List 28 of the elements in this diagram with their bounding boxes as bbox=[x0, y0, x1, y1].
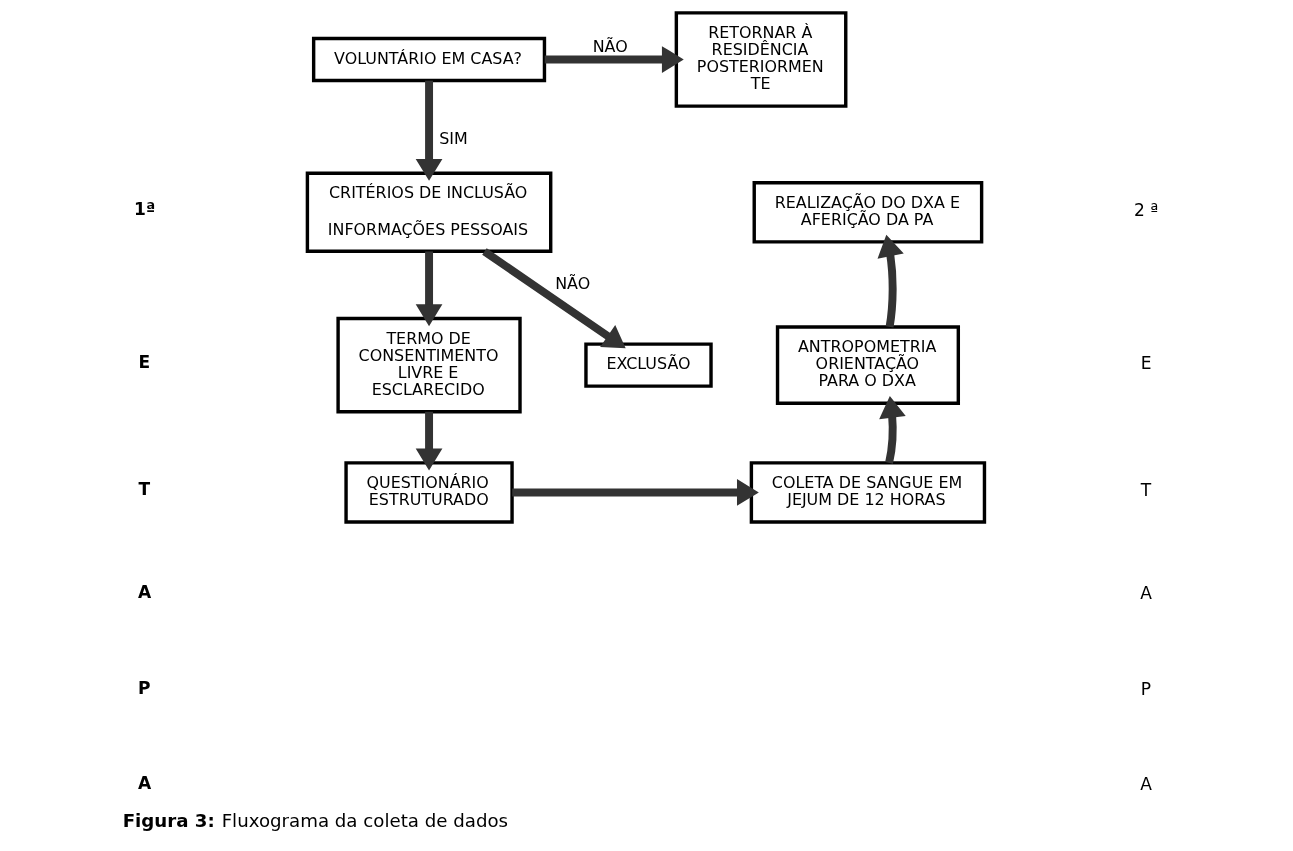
label: 2 ª bbox=[1133, 200, 1159, 221]
node-box: ANTROPOMETRIA ORIENTAÇÃO PARA O DXA bbox=[775, 325, 960, 405]
label: A bbox=[137, 582, 152, 603]
edge-label: NÃO bbox=[592, 36, 628, 56]
node-box: EXCLUSÃO bbox=[584, 342, 713, 388]
label: P bbox=[137, 677, 151, 698]
node-box: QUESTIONÁRIO ESTRUTURADO bbox=[344, 461, 514, 524]
arrow bbox=[877, 234, 904, 328]
label: 1ª bbox=[134, 199, 156, 220]
arrow bbox=[879, 395, 906, 464]
edge-label: NÃO bbox=[555, 274, 591, 294]
node-box: CRITÉRIOS DE INCLUSÃO INFORMAÇÕES PESSOAIS bbox=[305, 171, 553, 254]
arrow bbox=[482, 248, 626, 349]
label: P bbox=[1140, 678, 1152, 699]
node-box: VOLUNTÁRIO EM CASA? bbox=[311, 36, 547, 83]
edge-label: SIM bbox=[439, 128, 468, 148]
label: E bbox=[138, 351, 151, 372]
node-box: REALIZAÇÃO DO DXA E AFERIÇÃO DA PA bbox=[752, 181, 984, 244]
label: T bbox=[1140, 480, 1152, 501]
node-box: RETORNAR À RESIDÊNCIA POSTERIORMEN TE bbox=[674, 11, 848, 108]
node-box: COLETA DE SANGUE EM JEJUM DE 12 HORAS bbox=[749, 461, 987, 524]
label: A bbox=[137, 773, 152, 794]
label: T bbox=[138, 479, 151, 500]
caption: Figura 3: Fluxograma da coleta de dados bbox=[122, 809, 509, 831]
label: E bbox=[1140, 353, 1152, 374]
label: A bbox=[1140, 774, 1152, 795]
label: A bbox=[1140, 583, 1152, 604]
node-box: TERMO DE CONSENTIMENTO LIVRE E ESCLARECIDO bbox=[336, 316, 522, 414]
